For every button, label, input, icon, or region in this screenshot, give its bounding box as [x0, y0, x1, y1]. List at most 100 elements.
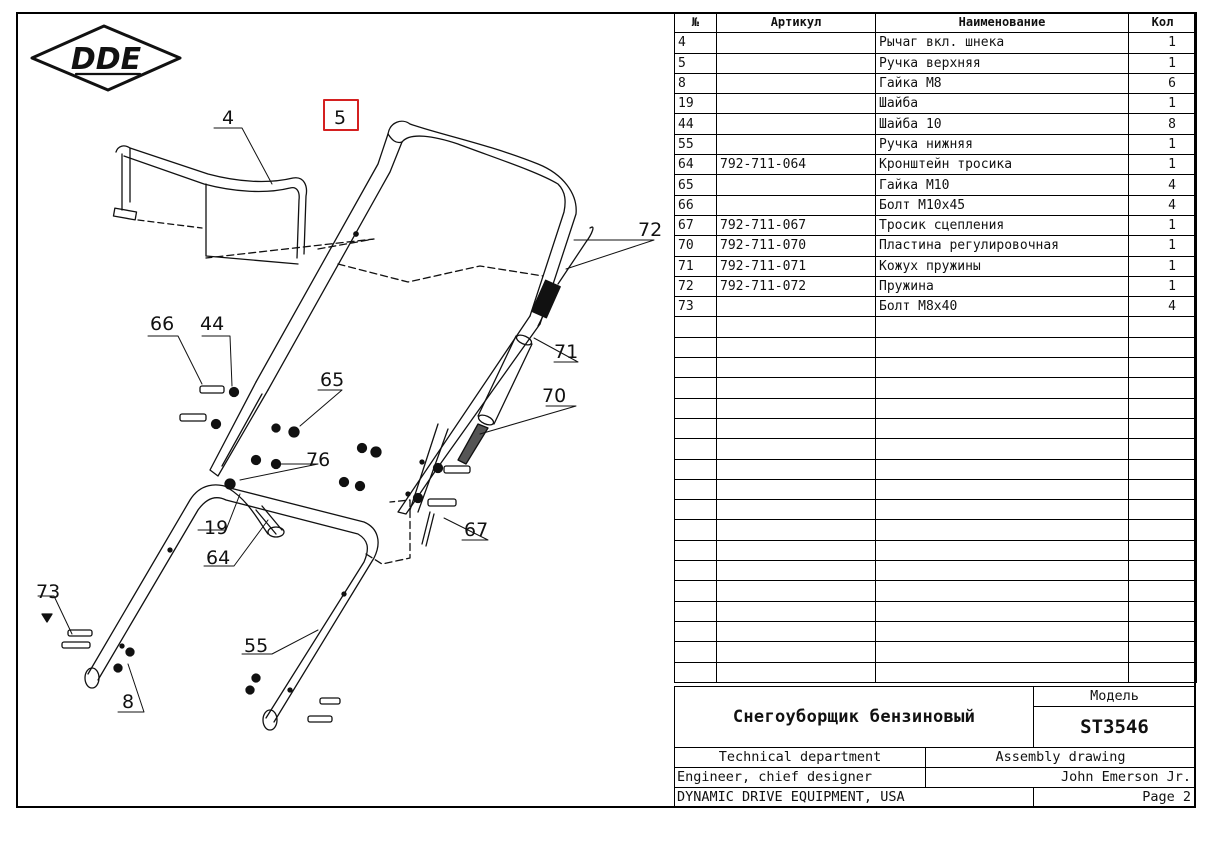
cell-qty	[1128, 539, 1197, 562]
cell-name	[875, 438, 1129, 460]
cell-article	[716, 519, 876, 541]
cell-name: Болт М8х40	[875, 296, 1129, 318]
callout-5: 5	[334, 107, 346, 129]
cell-name: Ручка верхняя	[875, 52, 1129, 74]
product-name-cell: Снегоуборщик бензиновый	[675, 687, 1033, 747]
table-row	[674, 519, 1197, 541]
callout-70: 70	[542, 385, 566, 407]
callout-73: 73	[36, 581, 60, 603]
callout-4: 4	[222, 107, 234, 129]
table-row	[674, 499, 1197, 521]
cell-name: Рычаг вкл. шнека	[875, 32, 1129, 54]
cell-num	[674, 397, 717, 419]
cell-name: Гайка М10	[875, 174, 1129, 196]
table-row	[674, 539, 1197, 562]
cell-qty	[1128, 336, 1197, 359]
cell-qty	[1128, 377, 1197, 399]
table-row	[674, 600, 1197, 622]
cell-qty	[1128, 316, 1197, 338]
cell-article	[716, 296, 876, 318]
cell-num: 5	[674, 52, 717, 74]
cell-qty	[1128, 641, 1197, 663]
table-row	[674, 397, 1197, 419]
row-department	[675, 747, 1195, 767]
cell-article: 792-711-071	[716, 255, 876, 277]
cell-article	[716, 32, 876, 54]
drawing-canvas: DDE	[30, 24, 662, 731]
cell-num: 8	[674, 72, 717, 95]
callout-65: 65	[320, 369, 344, 391]
table-row	[674, 580, 1197, 602]
cell-qty	[1128, 560, 1197, 582]
cell-name	[875, 661, 1129, 683]
callout-66: 66	[150, 313, 174, 335]
cell-qty: 1	[1128, 154, 1197, 176]
cell-num: 65	[674, 174, 717, 196]
cell-name	[875, 539, 1129, 562]
part-4-auger-lever	[112, 145, 308, 265]
cell-article	[716, 580, 876, 602]
cell-num	[674, 478, 717, 501]
exploded-view-drawing: DDE	[18, 14, 674, 806]
cell-article	[716, 620, 876, 643]
cell-name	[875, 357, 1129, 379]
table-row	[674, 336, 1197, 359]
model-cell: ST3546	[1033, 707, 1195, 747]
cell-num	[674, 336, 717, 359]
cell-num	[674, 641, 717, 663]
cell-name	[875, 336, 1129, 359]
parts-table-header: № Артикул Наименование Кол	[674, 11, 1197, 34]
table-row	[674, 357, 1197, 379]
product-name: Снегоуборщик бензиновый	[732, 707, 976, 727]
cell-article: 792-711-067	[716, 214, 876, 237]
callout-72: 72	[638, 219, 662, 241]
cell-name	[875, 499, 1129, 521]
cell-name: Шайба 10	[875, 113, 1129, 135]
cell-article	[716, 458, 876, 480]
fasteners	[179, 385, 471, 547]
cell-qty: 1	[1128, 93, 1197, 115]
cell-num	[674, 357, 717, 379]
cell-num: 70	[674, 235, 717, 257]
cell-name	[875, 560, 1129, 582]
callout-71: 71	[554, 341, 578, 363]
cell-article	[716, 600, 876, 622]
part-70-adjust-plate	[457, 423, 489, 465]
cell-qty	[1128, 357, 1197, 379]
table-row	[674, 641, 1197, 663]
cell-name	[875, 377, 1129, 399]
header-num: №	[674, 11, 717, 34]
logo-text: DDE	[71, 42, 142, 77]
cell-name	[875, 519, 1129, 541]
cell-article	[716, 641, 876, 663]
table-row	[674, 661, 1197, 683]
cell-article	[716, 194, 876, 216]
cell-article	[716, 499, 876, 521]
cell-num	[674, 499, 717, 521]
cell-article	[716, 560, 876, 582]
cell-name	[875, 620, 1129, 643]
department: Technical department	[718, 749, 882, 765]
cell-qty: 1	[1128, 235, 1197, 257]
cell-article	[716, 133, 876, 156]
cell-article: 792-711-072	[716, 275, 876, 298]
cell-num: 55	[674, 133, 717, 156]
cell-name	[875, 397, 1129, 419]
cell-article	[716, 357, 876, 379]
table-row	[674, 316, 1197, 338]
cell-article	[716, 174, 876, 196]
header-article: Артикул	[716, 11, 876, 34]
cell-qty	[1128, 438, 1197, 460]
cell-num: 72	[674, 275, 717, 298]
